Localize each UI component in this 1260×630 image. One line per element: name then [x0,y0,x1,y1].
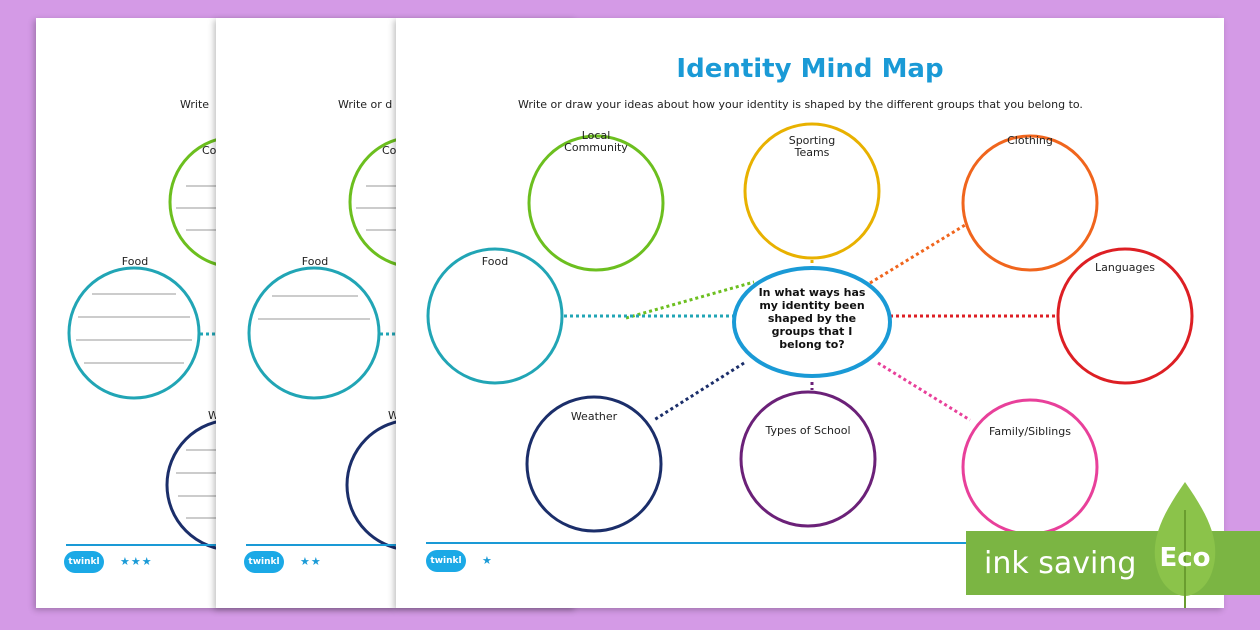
bubble-label-food: Food [301,255,329,268]
bubble-label-local-community: Local Community [564,129,628,154]
bubble-label-languages: Languages [1094,261,1156,274]
bubble-label-sporting-teams: Sporting Teams [788,134,836,159]
twinkl-logo: twinkl [64,551,104,573]
bubble-weather [525,395,663,533]
leaf-icon [1154,482,1216,608]
center-bubble [732,266,892,378]
instructions-text: Write [180,98,210,111]
bubble-food [247,266,381,400]
bubble-family-siblings [961,398,1099,536]
bubble-food [67,266,201,400]
instructions-text: Write or draw your ideas about how your … [518,98,1083,111]
connector-family [877,361,971,422]
bubble-types-of-school [739,390,877,528]
bubble-label-community: Co [202,144,217,157]
twinkl-logo: twinkl [244,551,284,573]
worksheet-preview-3: Identity Mind Map Write or draw your ide… [396,18,1224,608]
bubble-sporting-teams [743,122,881,260]
bubble-label-weather: W [208,409,219,422]
page-title: Identity Mind Map [676,54,944,84]
connector-community [625,280,755,320]
connector-weather [653,361,745,422]
difficulty-stars: ★ [482,554,493,567]
eco-badge-label: Eco [1159,543,1211,573]
bubble-label-food: Food [481,255,509,268]
bubble-local-community [527,134,665,272]
center-question: In what ways has my identity been shaped… [758,286,866,351]
bubble-label-clothing: Clothing [1007,134,1053,147]
bubble-food [426,247,564,385]
ink-saving-label: ink saving [984,545,1137,581]
bubble-label-family-siblings: Family/Siblings [989,425,1071,438]
bubble-label-types-of-school: Types of School [765,424,851,437]
mind-map-graphics [426,122,1224,544]
difficulty-stars: ★★★ [120,555,153,568]
bubble-label-community: Co [382,144,397,157]
difficulty-stars: ★★ [300,555,322,568]
bubble-label-weather: W [388,409,399,422]
bubble-languages [1056,247,1194,385]
bubble-label-weather: Weather [570,410,618,423]
connector-clothing [869,220,971,285]
bubble-clothing [961,134,1099,272]
bubble-label-food: Food [121,255,149,268]
instructions-text: Write or d [338,98,393,111]
twinkl-logo: twinkl [426,550,466,572]
